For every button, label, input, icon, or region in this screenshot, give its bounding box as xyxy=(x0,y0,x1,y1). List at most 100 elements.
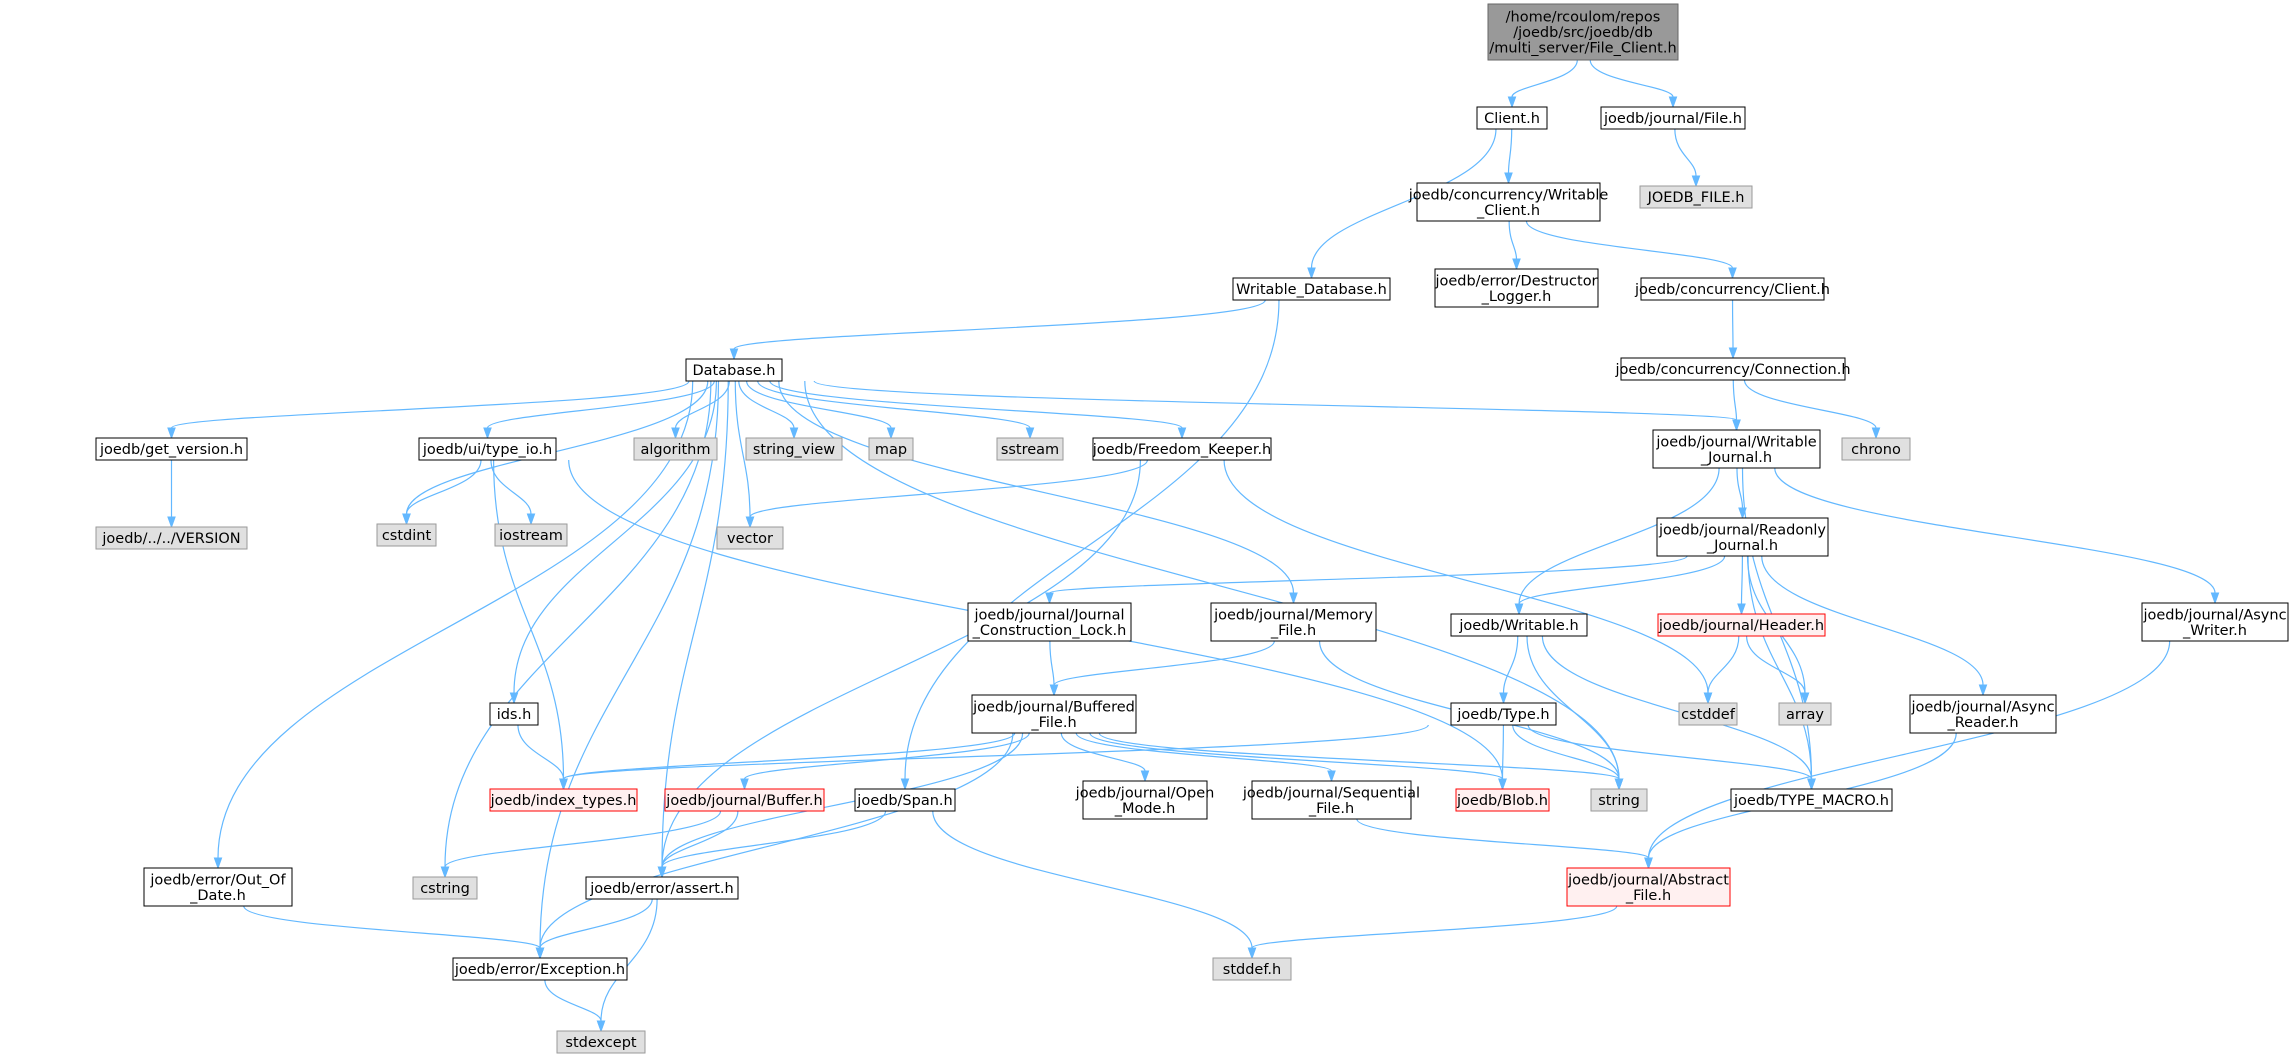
node-box xyxy=(1678,702,1738,726)
node-database[interactable]: Database.h xyxy=(685,358,783,382)
node-connection[interactable]: joedb/concurrency/Connection.h xyxy=(1614,357,1851,381)
node-box xyxy=(1434,268,1599,308)
node-type[interactable]: joedb/Type.h xyxy=(1450,702,1557,726)
edge-database-to-map xyxy=(745,380,892,429)
node-box xyxy=(967,602,1132,642)
node-writable-client[interactable]: joedb/concurrency/Writable_Client.h xyxy=(1408,182,1609,222)
node-vector[interactable]: vector xyxy=(716,526,784,550)
node-label: _File.h xyxy=(1030,715,1076,731)
node-box xyxy=(1640,277,1825,301)
node-box xyxy=(1730,788,1893,812)
edge-database-to-assert xyxy=(661,380,729,868)
node-box xyxy=(854,788,956,812)
node-label: string xyxy=(1598,793,1640,809)
node-get-version[interactable]: joedb/get_version.h xyxy=(95,437,248,461)
edge-database-to-memory-file xyxy=(778,380,1295,594)
node-map[interactable]: map xyxy=(868,437,914,461)
node-buffered-file[interactable]: joedb/journal/Buffered_File.h xyxy=(971,694,1137,734)
node-stddef[interactable]: stddef.h xyxy=(1212,957,1292,981)
node-cstring[interactable]: cstring xyxy=(412,876,478,900)
edge-readonly-journal-to-construction-lock xyxy=(1048,555,1688,594)
edge-connection-to-chrono xyxy=(1743,379,1877,429)
edge-arrowhead xyxy=(1978,684,1988,697)
node-writable-database[interactable]: Writable_Database.h xyxy=(1232,277,1391,301)
node-assert[interactable]: joedb/error/assert.h xyxy=(585,876,739,900)
node-abstract-file[interactable]: joedb/journal/Abstract_File.h xyxy=(1566,867,1731,907)
node-cstddef[interactable]: cstddef xyxy=(1678,702,1738,726)
node-out-of-date[interactable]: joedb/error/Out_Of_Date.h xyxy=(143,867,293,907)
node-construction-lock[interactable]: joedb/journal/Journal_Construction_Lock.… xyxy=(967,602,1132,642)
node-cstdint[interactable]: cstdint xyxy=(376,523,437,547)
node-open-mode[interactable]: joedb/journal/Open_Mode.h xyxy=(1075,780,1215,820)
node-iostream[interactable]: iostream xyxy=(494,523,568,547)
edge-file-client-to-client xyxy=(1511,59,1578,98)
edge-connection-to-writable-journal xyxy=(1732,379,1738,421)
node-async-reader[interactable]: joedb/journal/Async_Reader.h xyxy=(1909,694,2057,734)
node-ids[interactable]: ids.h xyxy=(489,702,539,726)
node-index-types[interactable]: joedb/index_types.h xyxy=(489,788,638,812)
edge-database-to-vector xyxy=(734,380,751,518)
node-version[interactable]: joedb/../../VERSION xyxy=(95,526,248,550)
node-buffer[interactable]: joedb/journal/Buffer.h xyxy=(664,788,825,812)
node-freedom-keeper[interactable]: joedb/Freedom_Keeper.h xyxy=(1092,437,1272,461)
node-sstream[interactable]: sstream xyxy=(996,437,1064,461)
node-box xyxy=(1909,694,2057,734)
node-type-macro[interactable]: joedb/TYPE_MACRO.h xyxy=(1730,788,1893,812)
node-string-view[interactable]: string_view xyxy=(745,437,843,461)
edge-arrowhead xyxy=(886,427,896,440)
node-file-client[interactable]: /home/rcoulom/repos/joedb/src/joedb/db/m… xyxy=(1487,3,1679,61)
edge-writable-to-type-macro xyxy=(1541,635,1813,780)
node-concurrency-client[interactable]: joedb/concurrency/Client.h xyxy=(1634,277,1830,301)
edge-database-to-out-of-date xyxy=(217,380,694,859)
edge-arrowhead xyxy=(526,513,536,526)
edge-assert-to-stdexcept xyxy=(600,898,658,1022)
node-writable[interactable]: joedb/Writable.h xyxy=(1450,613,1588,637)
node-box xyxy=(143,867,293,907)
node-readonly-journal[interactable]: joedb/journal/Readonly_Journal.h xyxy=(1656,517,1829,557)
node-label: joedb/journal/Buffer.h xyxy=(665,793,822,809)
node-label: joedb/Span.h xyxy=(856,793,952,809)
edge-async-writer-to-abstract-file xyxy=(1647,640,2171,859)
node-label: joedb/Freedom_Keeper.h xyxy=(1092,442,1272,458)
node-destructor-logger[interactable]: joedb/error/Destructor_Logger.h xyxy=(1434,268,1599,308)
edge-buffered-file-to-string xyxy=(1098,732,1620,780)
node-box xyxy=(685,358,783,382)
node-chrono[interactable]: chrono xyxy=(1841,437,1911,461)
node-algorithm[interactable]: algorithm xyxy=(633,437,718,461)
node-label: joedb/ui/type_io.h xyxy=(422,442,552,458)
node-blob[interactable]: joedb/Blob.h xyxy=(1455,788,1550,812)
edge-arrowhead xyxy=(1800,692,1810,705)
edge-type-io-to-cstdint xyxy=(405,459,482,515)
node-journal-file[interactable]: joedb/journal/File.h xyxy=(1600,106,1746,130)
node-sequential-file[interactable]: joedb/journal/Sequential_File.h xyxy=(1242,780,1420,820)
edge-writable-database-to-span xyxy=(904,299,1280,780)
node-label: _Construction_Lock.h xyxy=(972,623,1127,639)
node-type-io[interactable]: joedb/ui/type_io.h xyxy=(418,437,557,461)
node-client[interactable]: Client.h xyxy=(1476,106,1548,130)
edge-freedom-keeper-to-vector xyxy=(749,459,1149,518)
node-header[interactable]: joedb/journal/Header.h xyxy=(1657,613,1826,637)
edge-readonly-journal-to-type-macro xyxy=(1747,555,1813,780)
node-box xyxy=(1450,702,1557,726)
node-span[interactable]: joedb/Span.h xyxy=(854,788,956,812)
node-async-writer[interactable]: joedb/journal/Async_Writer.h xyxy=(2141,602,2289,642)
node-box xyxy=(2141,602,2289,642)
node-exception[interactable]: joedb/error/Exception.h xyxy=(452,957,628,981)
edge-arrowhead xyxy=(1289,592,1298,605)
node-stdexcept[interactable]: stdexcept xyxy=(556,1030,646,1054)
node-memory-file[interactable]: joedb/journal/Memory_File.h xyxy=(1210,602,1377,642)
node-label: joedb/index_types.h xyxy=(490,793,637,809)
node-box xyxy=(585,876,739,900)
node-box xyxy=(1620,357,1846,381)
edge-arrowhead xyxy=(1045,592,1054,605)
node-array[interactable]: array xyxy=(1778,702,1832,726)
node-joedb-file[interactable]: JOEDB_FILE.h xyxy=(1639,185,1753,209)
edge-writable-database-to-database xyxy=(733,299,1266,350)
edge-arrowhead xyxy=(1512,258,1521,271)
node-box xyxy=(489,788,638,812)
edge-arrowhead xyxy=(483,427,492,440)
edge-type-to-index-types xyxy=(562,724,1429,780)
node-string[interactable]: string xyxy=(1590,788,1648,812)
node-writable-journal[interactable]: joedb/journal/Writable_Journal.h xyxy=(1652,429,1821,469)
